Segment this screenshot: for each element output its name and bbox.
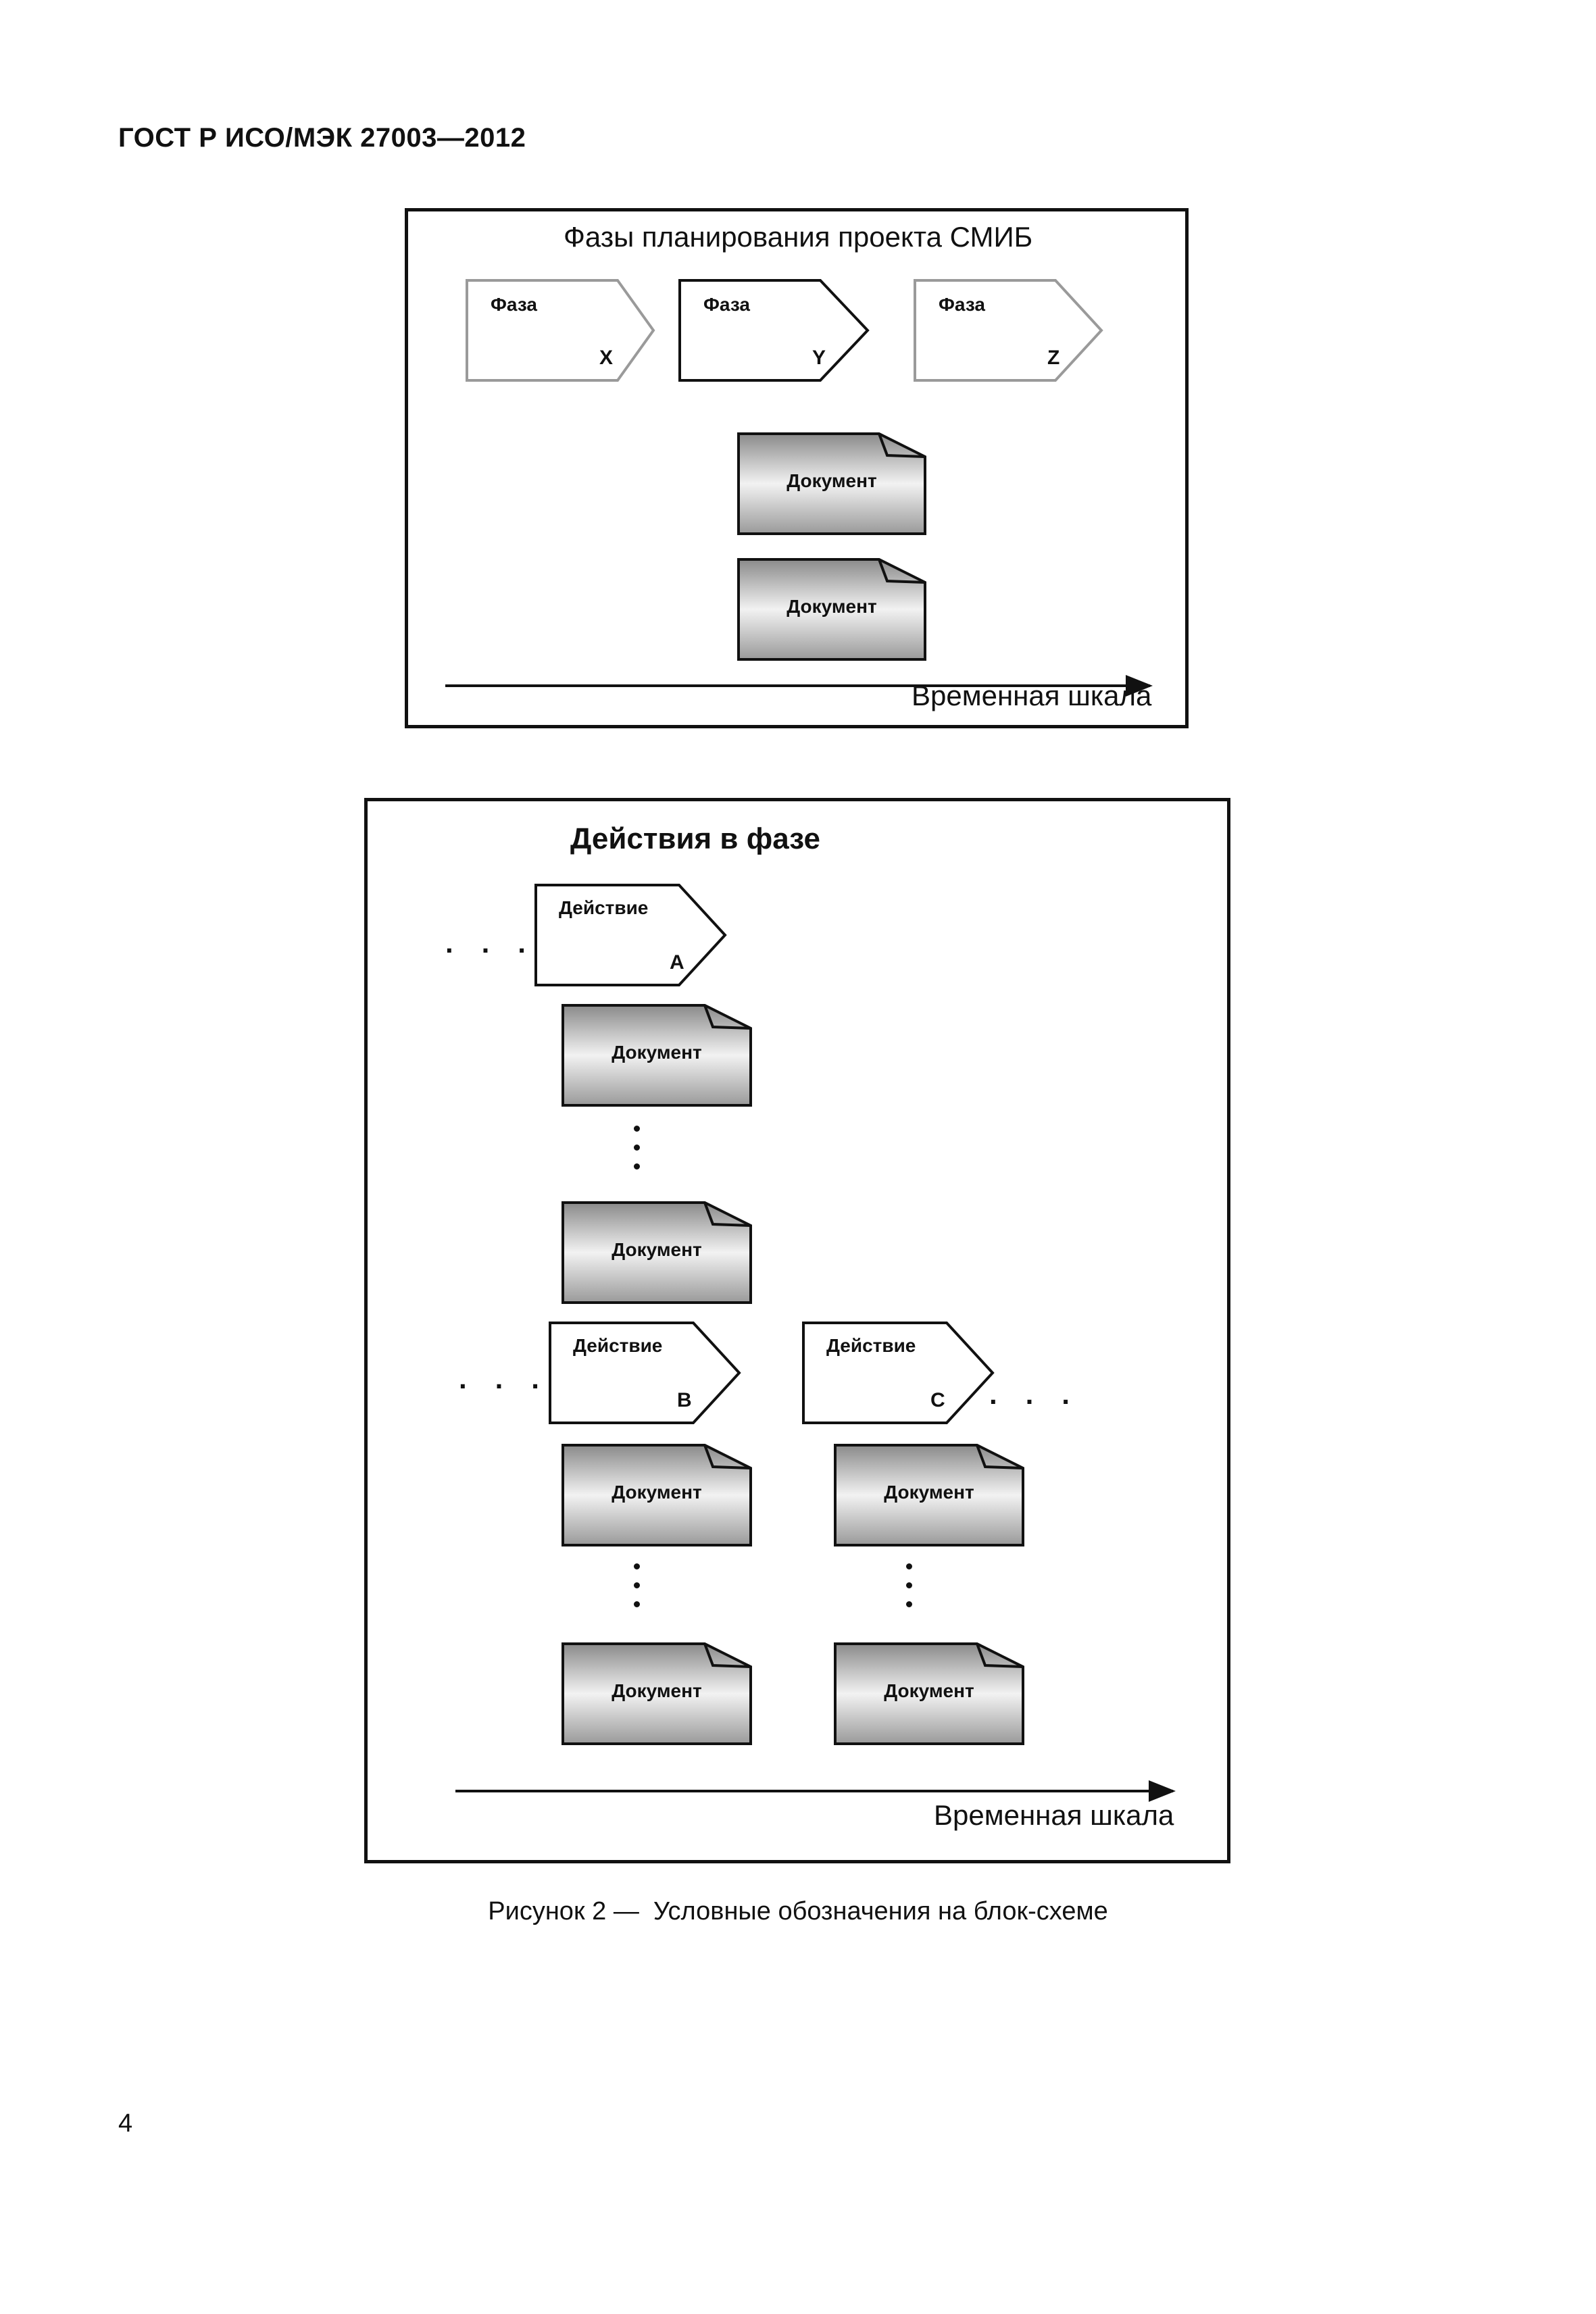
document-icon [562,1642,752,1745]
pentagon-arrow-icon [466,279,655,382]
phase-letter: Z [1047,347,1060,369]
phase-shape-y: Фаза Y [678,279,870,382]
timeline-label: Временная шкала [912,680,1152,711]
phase-letter: X [599,347,614,369]
activity-letter: B [677,1389,692,1411]
document-shape: Документ [737,558,926,661]
phases-diagram-frame: Фазы планирования проекта СМИБ Фаза X Фа… [405,208,1189,728]
document-shape: Документ [562,1201,752,1304]
document-label: Документ [884,1680,974,1701]
timeline-label: Временная шкала [934,1799,1174,1831]
document-icon [834,1444,1024,1546]
activity-label: Действие [573,1335,663,1356]
phase-label: Фаза [703,294,750,315]
vertical-ellipsis [631,1126,642,1182]
timeline-arrow [445,675,1153,697]
document-icon [562,1201,752,1304]
document-shape: Документ [834,1642,1024,1745]
phase-shape-z: Фаза Z [914,279,1103,382]
document-icon [737,432,926,535]
activity-shape-b: Действие B [549,1322,741,1424]
pentagon-arrow-icon [678,279,870,382]
document-icon [834,1642,1024,1745]
pentagon-arrow-icon [549,1322,741,1424]
document-label: Документ [884,1482,974,1503]
ellipsis-left: · · · [459,1370,551,1402]
document-label: Документ [612,1239,702,1260]
pentagon-arrow-icon [534,884,727,986]
activity-letter: A [670,951,684,974]
timeline-arrow [455,1780,1176,1802]
activities-diagram-title: Действия в фазе [570,822,820,855]
phase-label: Фаза [939,294,985,315]
activity-shape-c: Действие C [802,1322,995,1424]
vertical-ellipsis [903,1563,914,1620]
document-shape: Документ [737,432,926,535]
ellipsis-right: · · · [989,1386,1081,1417]
activity-label: Действие [559,897,649,918]
document-shape: Документ [562,1642,752,1745]
document-shape: Документ [562,1004,752,1107]
document-label: Документ [612,1042,702,1063]
document-label: Документ [787,596,877,617]
activity-shape-a: Действие A [534,884,727,986]
document-label: Документ [612,1482,702,1503]
document-header: ГОСТ Р ИСО/МЭК 27003—2012 [118,123,526,153]
activity-letter: C [930,1389,945,1411]
document-icon [562,1004,752,1107]
document-label: Документ [612,1680,702,1701]
phases-diagram-title: Фазы планирования проекта СМИБ [564,221,1033,253]
activities-diagram-frame: Действия в фазе · · · Действие A Докумен… [364,798,1230,1863]
phase-letter: Y [812,347,826,369]
phase-shape-x: Фаза X [466,279,655,382]
vertical-ellipsis [631,1563,642,1620]
pentagon-arrow-icon [914,279,1103,382]
activity-label: Действие [826,1335,916,1356]
document-shape: Документ [562,1444,752,1546]
document-label: Документ [787,470,877,491]
pentagon-arrow-icon [802,1322,995,1424]
document-icon [562,1444,752,1546]
page-number: 4 [118,2109,133,2138]
figure-caption: Рисунок 2 — Условные обозначения на блок… [488,1897,1108,1926]
document-shape: Документ [834,1444,1024,1546]
document-icon [737,558,926,661]
ellipsis-left: · · · [445,934,537,966]
phase-label: Фаза [491,294,537,315]
